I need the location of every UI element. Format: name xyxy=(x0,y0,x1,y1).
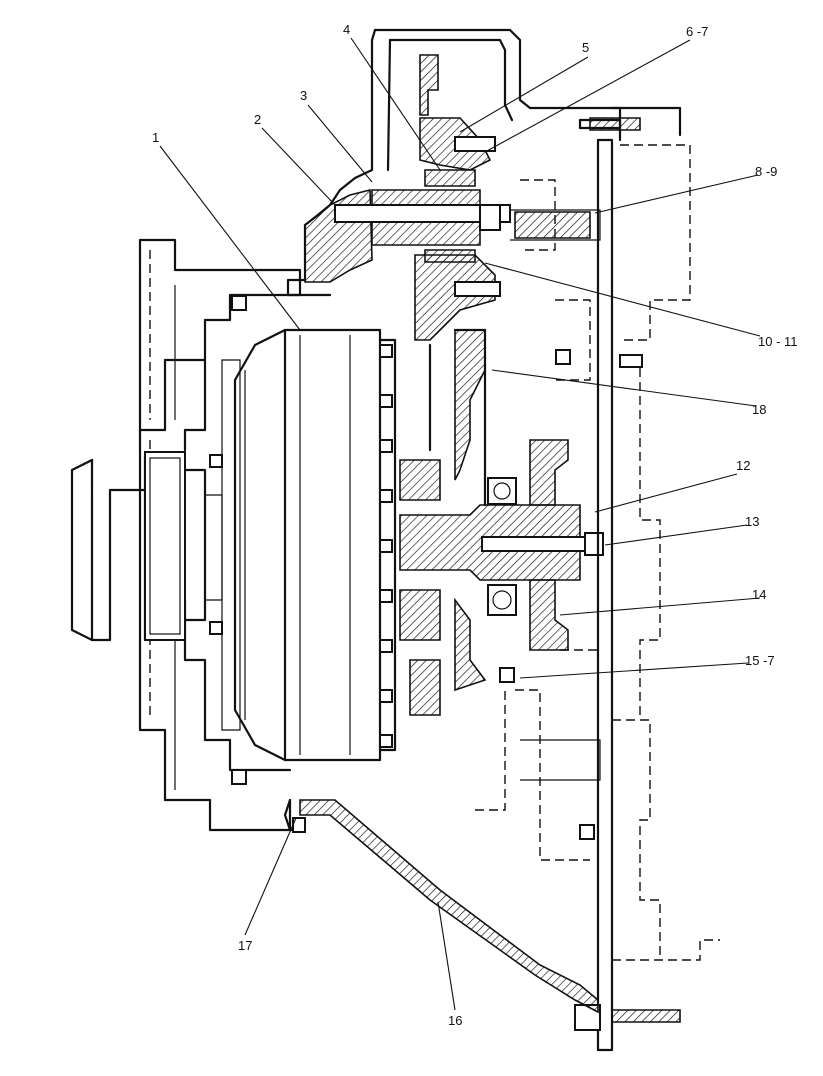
fasteners xyxy=(209,295,643,840)
leader-2 xyxy=(261,127,336,206)
callout-labels: 1 2 3 4 5 6 -7 8 -9 10 - 11 12 13 14 15 … xyxy=(152,22,798,1028)
leader-18 xyxy=(491,369,757,407)
leader-14 xyxy=(559,597,761,616)
callout-5: 5 xyxy=(582,40,589,55)
lower-cover xyxy=(283,798,599,1014)
callout-16: 16 xyxy=(448,1013,462,1028)
callout-8: 8 -9 xyxy=(755,164,777,179)
callout-18: 18 xyxy=(752,402,766,417)
leader-5 xyxy=(459,56,589,133)
leader-1 xyxy=(159,145,301,331)
callout-13: 13 xyxy=(745,514,759,529)
leader-8 xyxy=(594,174,759,214)
leader-12 xyxy=(594,473,738,513)
leader-13 xyxy=(604,524,748,546)
output-hub xyxy=(399,328,604,716)
callout-10: 10 - 11 xyxy=(758,334,798,349)
callout-14: 14 xyxy=(752,587,766,602)
upper-gear-housing xyxy=(286,28,622,341)
leader-17 xyxy=(244,817,297,936)
callout-6: 6 -7 xyxy=(686,24,708,39)
callout-2: 2 xyxy=(254,112,261,127)
leader-10 xyxy=(484,262,761,337)
leader-15 xyxy=(519,662,749,679)
callout-1: 1 xyxy=(152,130,159,145)
transmission-face xyxy=(475,106,720,1052)
leader-3 xyxy=(307,104,373,183)
leader-lines xyxy=(159,37,761,1011)
leader-16 xyxy=(437,901,456,1011)
leader-6 xyxy=(484,39,691,153)
callout-3: 3 xyxy=(300,88,307,103)
callout-17: 17 xyxy=(238,938,252,953)
callout-4: 4 xyxy=(343,22,350,37)
converter-bolts xyxy=(379,344,393,748)
callout-12: 12 xyxy=(736,458,750,473)
callout-15: 15 -7 xyxy=(745,653,775,668)
crankshaft-hub xyxy=(70,451,223,642)
torque-converter xyxy=(221,328,397,762)
leader-4 xyxy=(350,37,441,171)
